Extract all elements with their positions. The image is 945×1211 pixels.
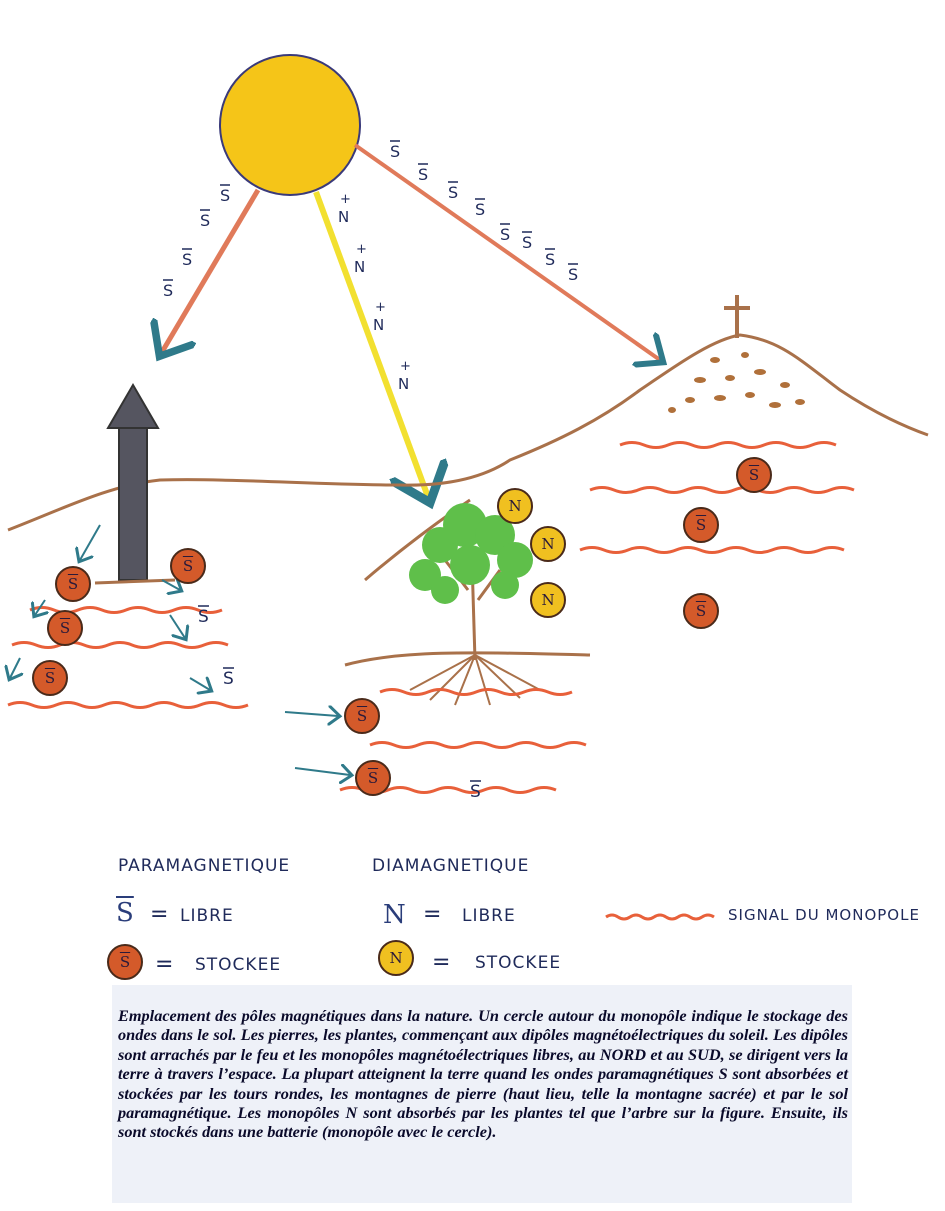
s-label: S xyxy=(448,183,458,202)
legend-s-free-symbol: S xyxy=(116,898,134,928)
legend-n-free-symbol: N xyxy=(383,900,406,930)
ray-s-right xyxy=(355,145,660,360)
s-label: S xyxy=(223,669,234,689)
legend-n-stockee: STOCKEE xyxy=(475,953,561,973)
svg-text:+: + xyxy=(400,359,411,374)
stored-n-coin: N xyxy=(530,582,566,618)
s-label: S xyxy=(200,211,210,230)
svg-text:+: + xyxy=(340,192,351,207)
sun xyxy=(220,55,360,195)
s-label: S xyxy=(418,165,428,184)
n-label: N xyxy=(354,258,365,276)
n-label: N xyxy=(373,316,384,334)
stored-n-coin: N xyxy=(530,526,566,562)
svg-text:+: + xyxy=(375,300,386,315)
sacred-mountain xyxy=(668,295,805,413)
s-label: S xyxy=(198,607,209,627)
ray-middle-n-labels: N N N N + + + + xyxy=(338,192,411,393)
stored-s-coin: S xyxy=(170,548,206,584)
stored-s-coin: S xyxy=(47,610,83,646)
legend-signal-wave xyxy=(604,905,716,925)
legend-s-libre: LIBRE xyxy=(180,906,234,926)
s-label: S xyxy=(182,250,192,269)
round-tower xyxy=(95,385,175,583)
stored-n-coin: N xyxy=(497,488,533,524)
s-label: S xyxy=(500,225,510,244)
legend-n-stored-coin: N xyxy=(378,940,414,976)
s-label: S xyxy=(475,200,485,219)
legend-equals: = xyxy=(423,902,441,927)
legend-s-stockee: STOCKEE xyxy=(195,955,281,975)
s-label: S xyxy=(470,782,481,802)
n-label: N xyxy=(338,208,349,226)
legend-equals: = xyxy=(150,902,168,927)
s-label: S xyxy=(220,186,230,205)
nature-illustration: S S S S N N N N + + + + S S S S S S xyxy=(0,0,945,850)
legend-diamagnetique: DIAMAGNETIQUE xyxy=(372,856,529,876)
stored-s-coin: S xyxy=(355,760,391,796)
figure-caption: Emplacement des pôles magnétiques dans l… xyxy=(118,1006,848,1142)
n-label: N xyxy=(398,375,409,393)
stored-s-coin: S xyxy=(683,507,719,543)
stored-s-coin: S xyxy=(344,698,380,734)
stored-s-coin: S xyxy=(55,566,91,602)
free-s-labels: S S S xyxy=(198,606,481,802)
stored-s-coin: S xyxy=(683,593,719,629)
legend-paramagnetique: PARAMAGNETIQUE xyxy=(118,856,290,876)
legend-s-stored-coin: S xyxy=(107,944,143,980)
ray-left-s-labels: S S S S xyxy=(163,185,230,300)
stored-s-coin: S xyxy=(32,660,68,696)
ray-n-middle xyxy=(316,192,428,497)
ray-right-s-labels: S S S S S S S S xyxy=(390,141,578,284)
legend-signal: SIGNAL DU MONOPOLE xyxy=(728,906,920,924)
legend-equals: = xyxy=(432,950,450,975)
s-label: S xyxy=(390,142,400,161)
s-label: S xyxy=(568,265,578,284)
s-label: S xyxy=(545,250,555,269)
legend-n-libre: LIBRE xyxy=(462,906,516,926)
svg-text:+: + xyxy=(356,242,367,257)
s-label: S xyxy=(163,281,173,300)
legend-equals: = xyxy=(155,952,173,977)
stored-s-coin: S xyxy=(736,457,772,493)
s-label: S xyxy=(522,233,532,252)
